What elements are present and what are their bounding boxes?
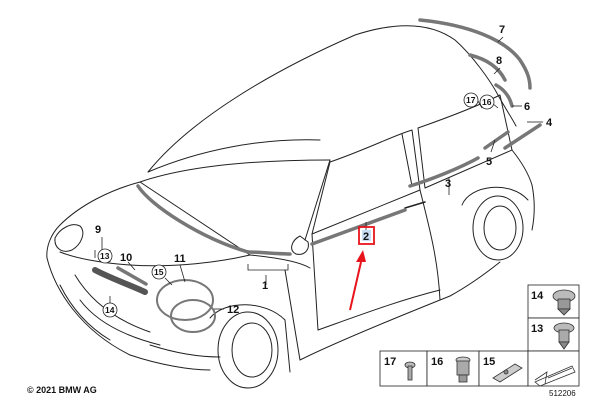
legend-label-17: 17 — [384, 356, 396, 368]
red-arrow — [349, 250, 366, 311]
callout-17: 17 — [466, 95, 476, 105]
windshield-lower-trim — [246, 250, 292, 256]
legend-part-drawings — [404, 289, 576, 387]
seal-ring-11 — [156, 279, 214, 321]
callout-5: 5 — [486, 156, 492, 168]
seal-rings — [156, 279, 216, 333]
leader-lines — [94, 36, 543, 310]
roof-arc-6 — [494, 83, 514, 108]
legend-box-16 — [426, 350, 480, 387]
legend-label-14: 14 — [531, 290, 544, 302]
clip-13-icon — [553, 322, 575, 350]
callout-9: 9 — [95, 224, 101, 236]
roof-arc-8 — [468, 53, 507, 82]
callout-15: 15 — [154, 267, 164, 277]
callout-14: 14 — [105, 305, 115, 315]
copyright-text: © 2021 BMW AG — [27, 385, 97, 395]
rear-side-strip — [503, 123, 542, 150]
callouts: 7 8 6 4 5 3 1 9 10 11 12 2 17 16 13 15 1… — [95, 24, 553, 318]
roof-arc-7 — [418, 18, 532, 90]
windshield-trim-strip — [136, 184, 250, 254]
callout-7: 7 — [499, 24, 505, 36]
callout-13: 13 — [100, 251, 110, 261]
legend-box-17 — [379, 350, 428, 387]
seal-ring-12 — [170, 299, 216, 333]
clip-14-icon — [552, 289, 576, 316]
callout-2: 2 — [363, 231, 369, 243]
strip-symbol-icon — [534, 365, 576, 387]
screw-17-icon — [404, 361, 416, 381]
callout-4: 4 — [546, 117, 553, 129]
legend-label-13: 13 — [531, 323, 543, 335]
grille-strip — [92, 267, 148, 295]
callout-1: 1 — [262, 280, 268, 292]
front-trim-strip — [116, 266, 148, 286]
legend-label-16: 16 — [431, 356, 443, 368]
legend-labels: 14 13 17 16 15 — [384, 290, 544, 368]
callout-10: 10 — [120, 252, 132, 264]
callout-12: 12 — [227, 304, 239, 316]
car-body — [46, 25, 535, 389]
roof-strip — [408, 156, 480, 188]
bracket-15-icon — [492, 363, 523, 383]
callout-2-highlight-box — [358, 226, 375, 245]
callout-8: 8 — [496, 55, 502, 67]
diagram-id: 512206 — [549, 389, 576, 398]
legend-box-13 — [527, 317, 580, 352]
legend-box-14 — [527, 284, 580, 319]
callout-3: 3 — [445, 178, 451, 190]
parts-legend — [379, 284, 580, 387]
nut-16-icon — [455, 356, 471, 383]
callout-6: 6 — [524, 101, 530, 113]
callout-11: 11 — [174, 253, 186, 265]
callout-16: 16 — [482, 97, 492, 107]
legend-label-15: 15 — [483, 356, 495, 368]
rear-strip — [483, 130, 510, 150]
